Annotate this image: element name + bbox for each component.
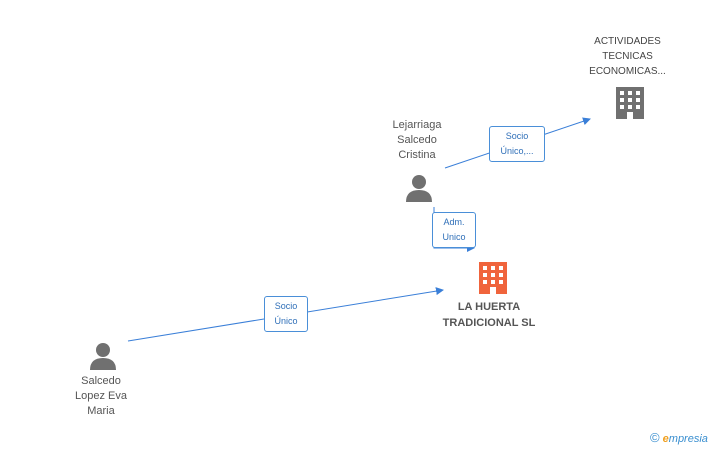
person-icon[interactable]	[88, 340, 118, 370]
edge-label-adm-unico[interactable]: Adm. Unico	[432, 212, 476, 248]
building-icon[interactable]	[476, 260, 510, 294]
empresia-logo: © empresia	[650, 430, 708, 445]
node-label-la-huerta: LA HUERTA TRADICIONAL SL	[442, 301, 536, 329]
node-label-actividades: ACTIVIDADES TECNICAS ECONOMICAS...	[589, 36, 666, 77]
edge-label-socio-unico-la-huerta[interactable]: Socio Único	[264, 296, 308, 332]
brand-name: mpresia	[668, 433, 708, 445]
node-label-salcedo: Salcedo Lopez Eva Maria	[75, 375, 127, 417]
copyright-icon: ©	[650, 430, 660, 445]
edge-label-socio-unico-actividades[interactable]: Socio Único,...	[489, 126, 545, 162]
building-icon[interactable]	[613, 85, 647, 119]
person-icon[interactable]	[404, 172, 434, 202]
node-label-lejarriaga: Lejarriaga Salcedo Cristina	[392, 119, 442, 161]
brand-e: e	[662, 433, 669, 445]
